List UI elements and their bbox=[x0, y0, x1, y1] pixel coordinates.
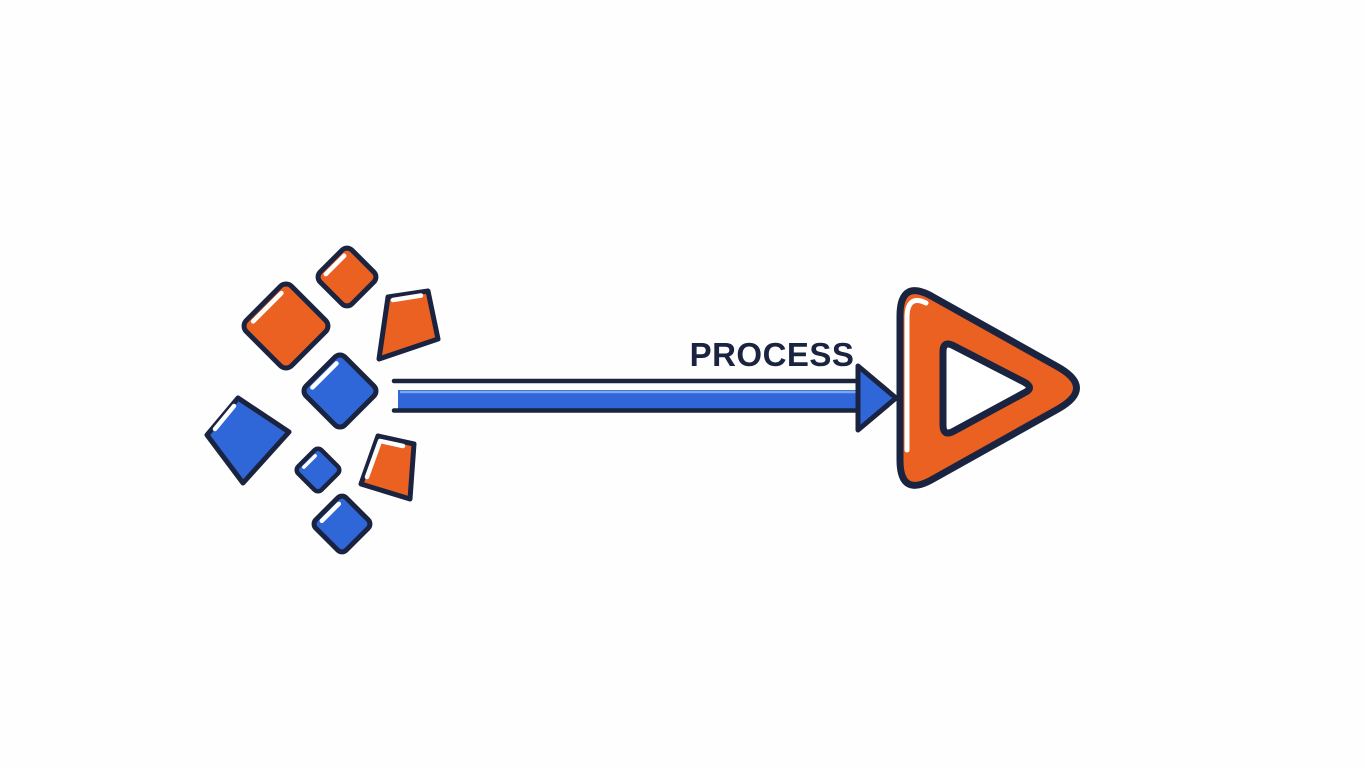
arrow-shaft bbox=[398, 390, 859, 409]
highlight-edge bbox=[250, 290, 284, 324]
blue-diamond-bottom-icon bbox=[311, 493, 373, 555]
highlight-edge bbox=[310, 361, 339, 390]
orange-trapezoid-lower-icon bbox=[358, 433, 417, 502]
process-label: PROCESS bbox=[690, 336, 855, 373]
play-button-icon bbox=[896, 287, 1080, 489]
play-icon bbox=[939, 340, 1033, 437]
blue-diamond-tiny-icon bbox=[294, 446, 342, 494]
highlight-edge bbox=[302, 454, 317, 469]
orange-trapezoid-upper-right-icon bbox=[376, 288, 441, 362]
highlight-edge bbox=[904, 298, 929, 453]
arrowhead-icon bbox=[855, 363, 899, 433]
highlight-edge bbox=[212, 403, 237, 432]
blue-diamond-center-icon bbox=[301, 352, 379, 430]
highlight-edge bbox=[319, 501, 342, 524]
orange-diamond-large-icon bbox=[241, 281, 331, 371]
fragment-cluster bbox=[204, 245, 441, 555]
highlight-edge bbox=[323, 253, 347, 277]
blue-kite-left-icon bbox=[204, 395, 292, 486]
highlight-edge bbox=[364, 438, 406, 480]
orange-diamond-small-top-icon bbox=[315, 245, 379, 309]
highlight-edge bbox=[390, 293, 424, 303]
process-arrow: PROCESS bbox=[391, 336, 899, 433]
